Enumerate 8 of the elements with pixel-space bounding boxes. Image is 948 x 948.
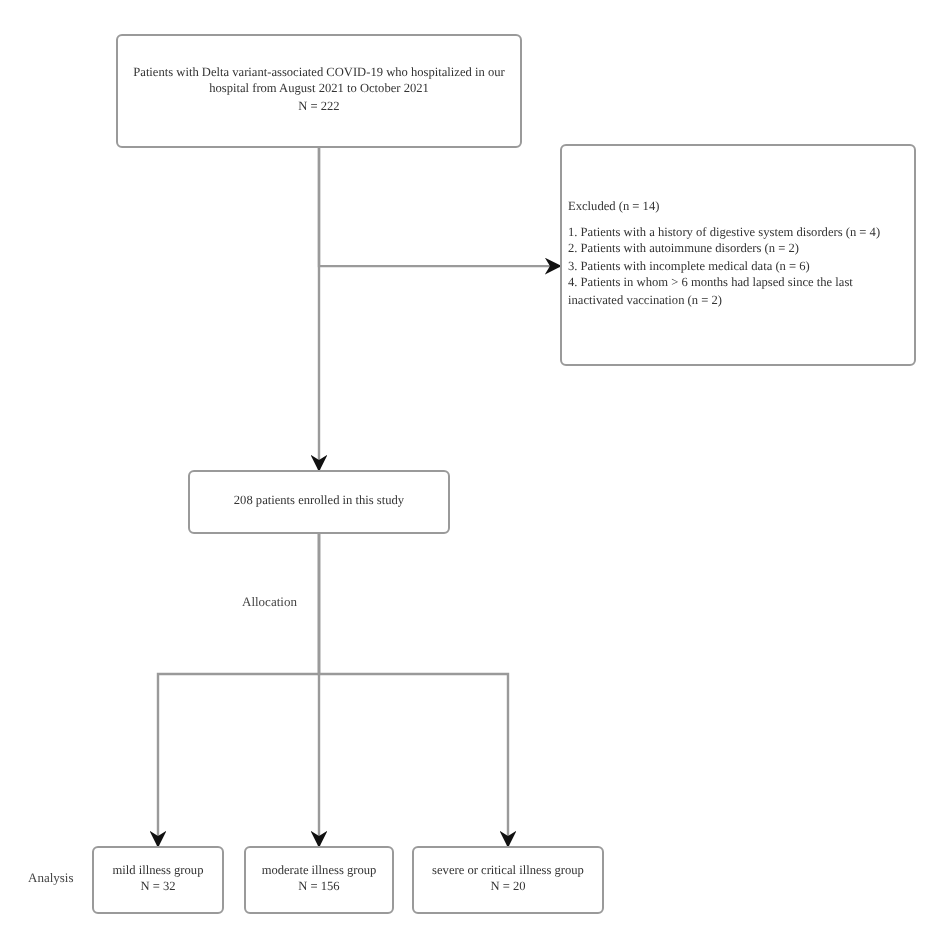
- process-box: [188, 470, 450, 534]
- arrow: [317, 148, 562, 275]
- arrow: [317, 534, 517, 848]
- process-box: [244, 846, 394, 914]
- process-box: [92, 846, 224, 914]
- process-box: [412, 846, 604, 914]
- process-box: [116, 34, 522, 148]
- process-box: [560, 144, 916, 366]
